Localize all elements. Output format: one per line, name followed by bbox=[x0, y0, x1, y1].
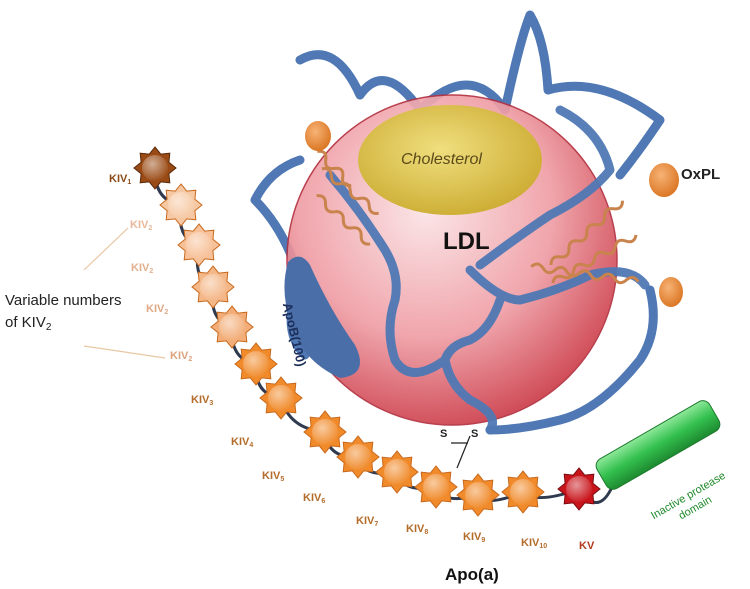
oxpl-marker-lower bbox=[659, 277, 683, 307]
kringle-highlight bbox=[142, 155, 168, 181]
kringle-highlight bbox=[186, 232, 212, 258]
oxpl-label: OxPL bbox=[681, 166, 721, 183]
kringle-highlight bbox=[219, 314, 245, 340]
kringle-highlight bbox=[243, 351, 269, 377]
kringle-highlight bbox=[200, 274, 226, 300]
kiv-label: KIV10 bbox=[521, 537, 548, 550]
kringle-highlight bbox=[510, 479, 536, 505]
variable-guide-lower bbox=[83, 345, 166, 359]
kiv-label: KIV2 bbox=[131, 262, 154, 275]
protease-domain bbox=[595, 400, 721, 490]
kringle-highlight bbox=[465, 482, 491, 508]
apoa-chain bbox=[133, 146, 617, 517]
variable-note-line2: of KIV bbox=[5, 314, 46, 331]
helix-left bbox=[316, 149, 379, 246]
ldl-label: LDL bbox=[443, 228, 490, 255]
kringle-highlight bbox=[168, 192, 194, 218]
kiv-label: KIV1 bbox=[109, 173, 132, 186]
disulfide-s-left: S bbox=[440, 428, 448, 440]
apob-protein-front bbox=[325, 105, 650, 435]
helix-right bbox=[530, 200, 640, 285]
apob-protein-back bbox=[250, 10, 665, 435]
oxpl-marker-right bbox=[649, 163, 679, 197]
kiv-label: KIV2 bbox=[130, 219, 153, 232]
kv-label: KV bbox=[579, 540, 595, 552]
kringle-highlight bbox=[345, 444, 371, 470]
disulfide-bond bbox=[456, 435, 471, 469]
kringle-highlight bbox=[268, 385, 294, 411]
kiv-label: KIV4 bbox=[231, 436, 254, 449]
kiv-label: KIV2 bbox=[170, 350, 193, 363]
apob100-domain bbox=[284, 256, 360, 378]
variable-guide-upper bbox=[83, 227, 129, 271]
apoa-label: Apo(a) bbox=[445, 565, 499, 584]
kiv-label: KIV5 bbox=[262, 470, 285, 483]
cholesterol-label: Cholesterol bbox=[401, 151, 482, 168]
kringle-highlight bbox=[312, 419, 338, 445]
kiv-label: KIV8 bbox=[406, 523, 429, 536]
variable-note-line1: Variable numbers bbox=[5, 292, 122, 309]
kringle-highlight bbox=[384, 459, 410, 485]
kiv-label: KIV2 bbox=[146, 303, 169, 316]
oxpl-marker-left bbox=[305, 121, 331, 151]
kiv-label: KIV3 bbox=[191, 394, 214, 407]
kringle-highlight bbox=[423, 474, 449, 500]
cholesterol-core bbox=[358, 105, 542, 215]
variable-kiv2-note: Variable numbers of KIV2 bbox=[5, 290, 121, 339]
kiv-label: KIV9 bbox=[463, 531, 486, 544]
kiv-label: KIV7 bbox=[356, 515, 379, 528]
variable-note-sub: 2 bbox=[45, 322, 52, 333]
kringle-highlight bbox=[566, 476, 592, 502]
kiv-label: KIV6 bbox=[303, 492, 326, 505]
disulfide-s-right: S bbox=[471, 428, 479, 440]
